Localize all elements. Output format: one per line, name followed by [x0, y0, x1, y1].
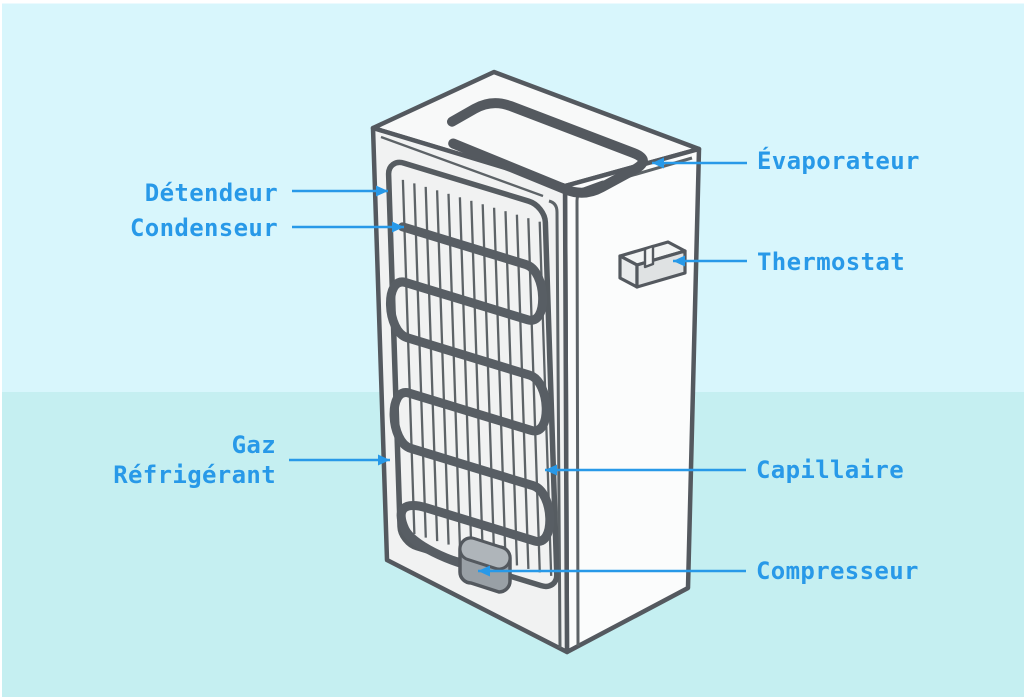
- refrigerator-illustration: [373, 72, 699, 652]
- fridge-right-face: [562, 146, 702, 655]
- top-white-margin: [0, 0, 1024, 4]
- thermostat-label: Thermostat: [757, 248, 905, 276]
- door-seam-left: [548, 199, 562, 649]
- evaporator-tube-stub: [577, 180, 607, 196]
- compressor-top-face: [461, 539, 509, 568]
- top-face-lip-left: [380, 135, 544, 198]
- compresseur-label: Compresseur: [756, 557, 919, 585]
- compressor-unit: [458, 536, 512, 594]
- gaz-refrigerant-label-line2: Réfrigérant: [113, 461, 276, 489]
- capillaire-label: Capillaire: [756, 456, 904, 484]
- thermostat-lever: [643, 244, 655, 269]
- condenser-grid-fins: [403, 180, 551, 576]
- detendeur-label: Détendeur: [145, 179, 278, 207]
- condenseur-label: Condenseur: [130, 214, 278, 242]
- callout-arrows: [289, 157, 747, 577]
- gaz-refrigerant-label-line1: Gaz: [232, 431, 276, 459]
- condenser-coil: [388, 222, 552, 591]
- evaporateur-label: Évaporateur: [757, 146, 920, 175]
- callout-labels: Détendeur Condenseur Gaz Réfrigérant Éva…: [113, 146, 920, 585]
- thermostat-box: [618, 240, 687, 289]
- left-white-margin: [0, 0, 2, 697]
